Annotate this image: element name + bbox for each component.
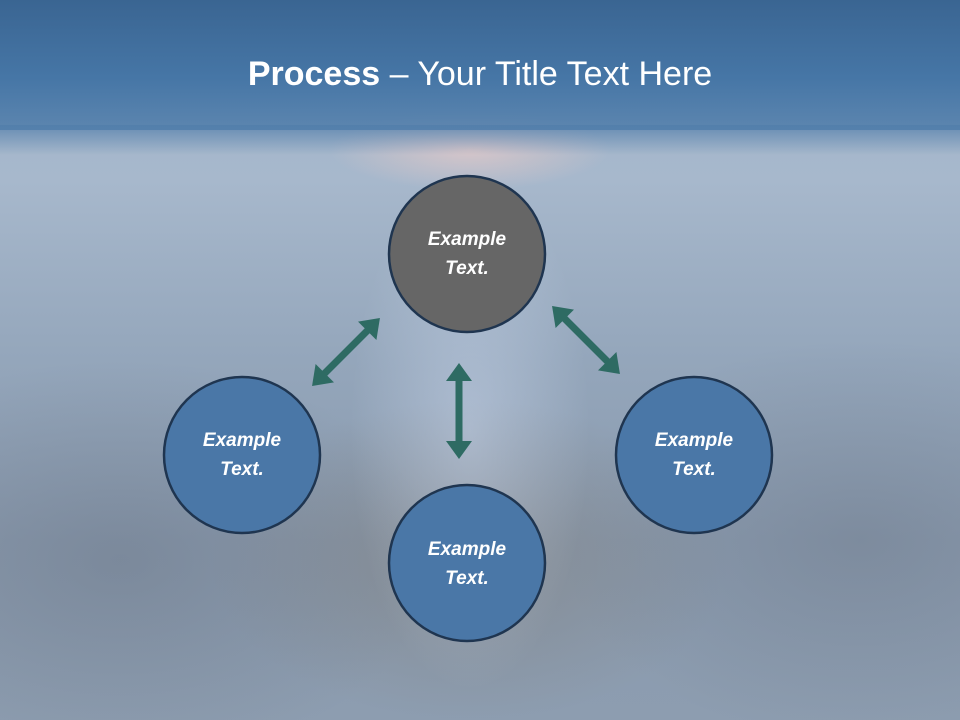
process-node-left [162,375,322,535]
process-node-left-label: Example Text. [172,426,312,484]
arrow-top-to-left [312,318,380,386]
node-label-line1: Example [427,229,507,250]
title-banner [0,0,960,130]
process-node-top-label: Example Text. [397,225,537,283]
process-node-bottom [387,483,547,643]
node-label-line1: Example [202,430,282,451]
arrow-top-to-right [552,306,620,374]
process-node-bottom-label: Example Text. [397,535,537,593]
title-bold-part: Process [247,55,381,93]
node-label-line2: Text. [445,258,489,279]
process-node-right-label: Example Text. [624,426,764,484]
node-label-line2: Text. [220,459,264,480]
title-separator: – [380,55,418,93]
title-banner-fade [0,125,960,155]
node-label-line2: Text. [445,568,489,589]
node-label-line1: Example [427,539,507,560]
node-label-line2: Text. [672,459,716,480]
process-node-top [387,174,547,334]
title-regular-part: Your Title Text Here [417,55,713,93]
slide-title: Process – Your Title Text Here [0,52,960,96]
arrow-top-to-bottom [446,363,472,459]
process-node-right [614,375,774,535]
node-label-line1: Example [654,430,734,451]
